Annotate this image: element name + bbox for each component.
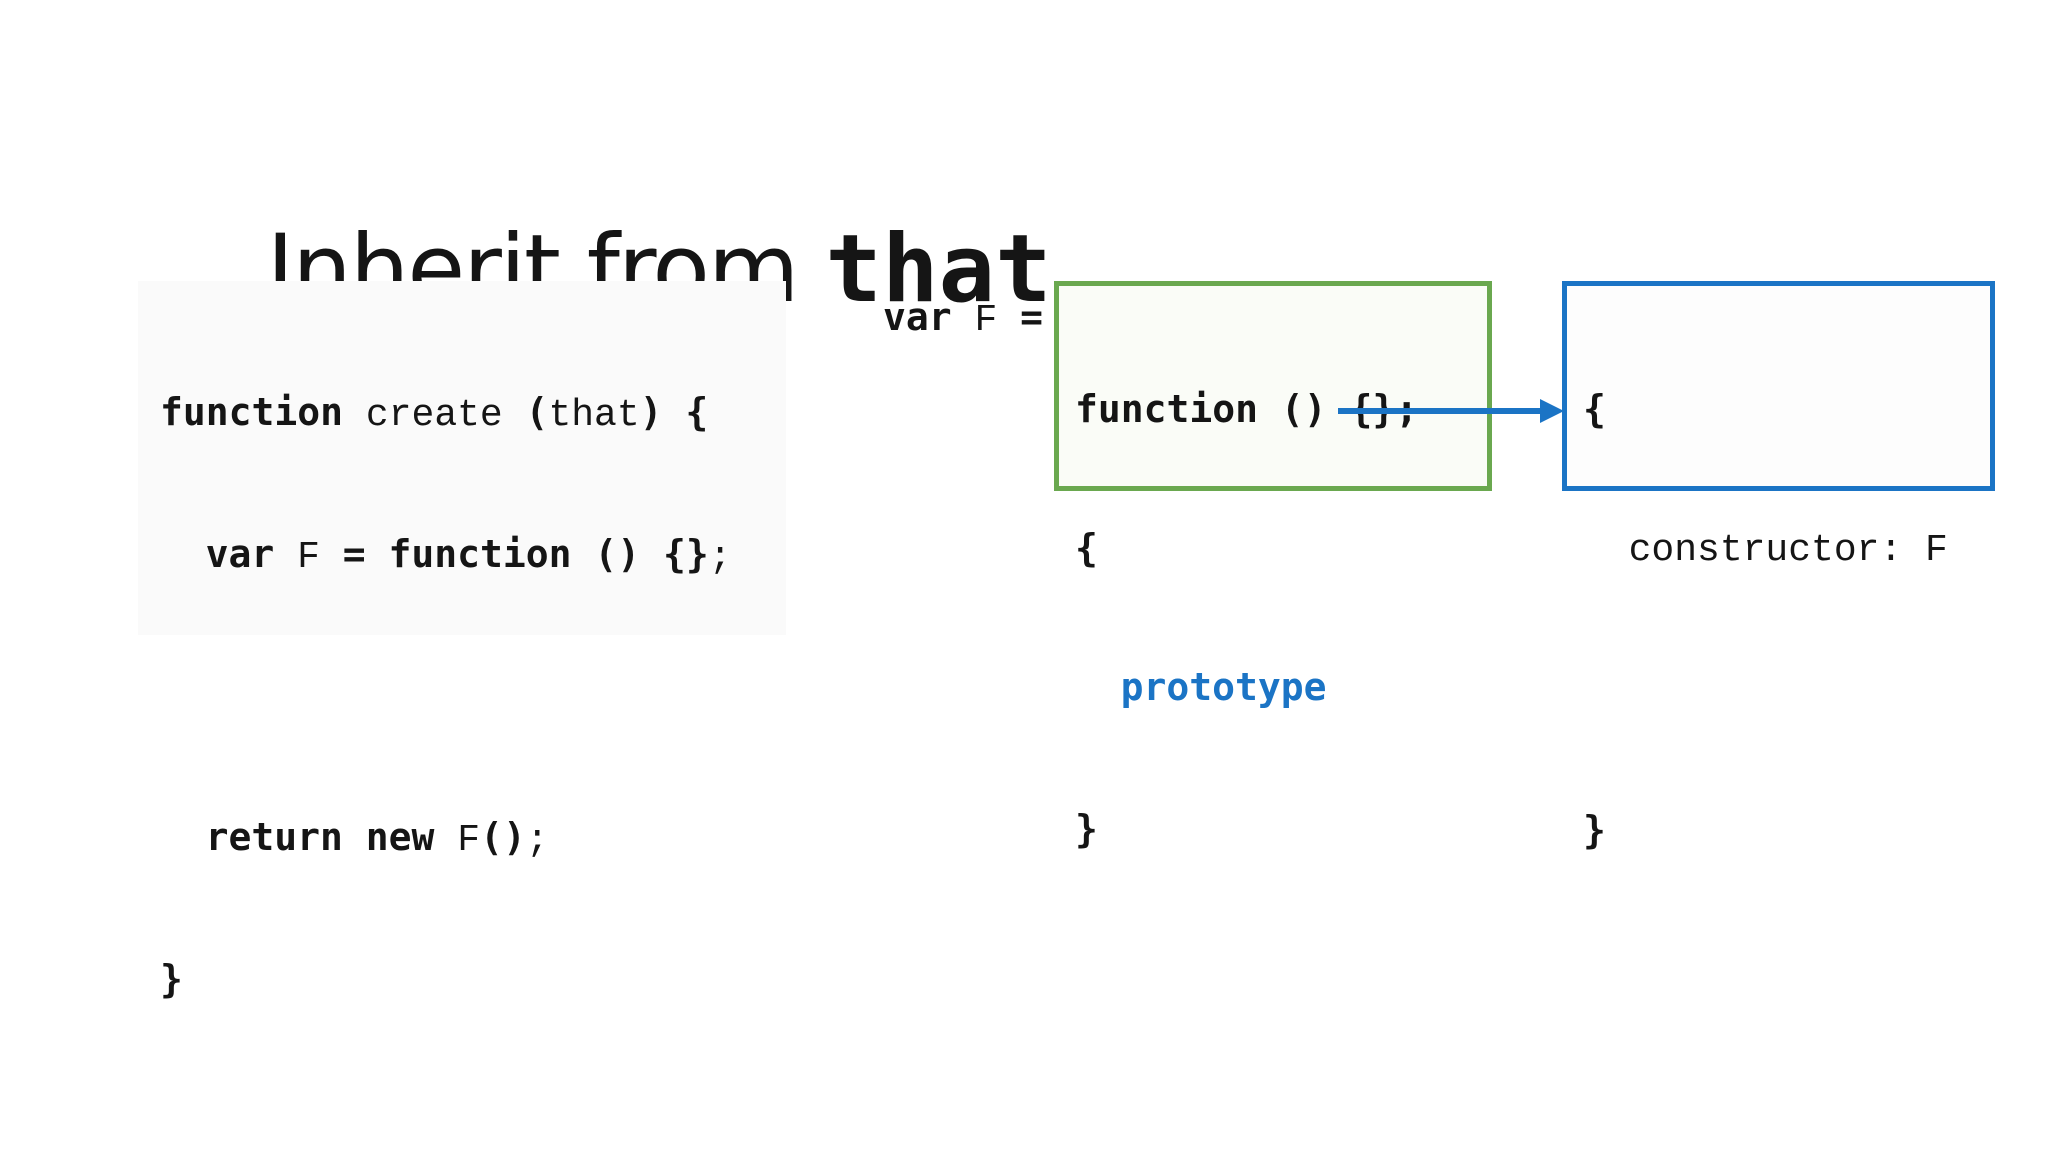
slide-title: Inherit from that	[155, 108, 1052, 432]
title-keyword-that: that	[825, 215, 1052, 325]
code-line: }	[160, 956, 764, 1003]
constructor-property-label: constructor: F	[1583, 529, 1948, 572]
code-segment: ;	[525, 819, 549, 862]
code-segment: F	[951, 299, 1021, 342]
function-box: function () {}; { prototype }	[1054, 281, 1492, 851]
code-segment: var	[205, 532, 298, 576]
code-line-blank	[160, 1095, 764, 1144]
prototype-arrow-head-icon	[1540, 399, 1564, 423]
code-segment: ()	[480, 815, 526, 859]
code-segment: create	[365, 394, 526, 437]
code-segment: {	[1075, 526, 1098, 570]
code-line: }	[1075, 806, 1471, 853]
prototype-property-label: prototype	[1120, 665, 1327, 709]
code-segment	[1583, 670, 1606, 713]
code-segment	[1075, 669, 1121, 712]
code-segment: function	[160, 390, 366, 434]
code-line: {	[1075, 525, 1471, 572]
code-segment	[160, 1099, 183, 1142]
code-segment: }	[1075, 807, 1098, 851]
prototype-object-box: { constructor: F }	[1562, 281, 1995, 852]
code-segment	[160, 677, 183, 720]
create-function-code-block: function create (that) { var F = functio…	[138, 281, 786, 1001]
code-line: {	[1583, 386, 1974, 433]
code-line: prototype	[1075, 664, 1471, 714]
code-segment	[160, 819, 206, 862]
code-segment: var	[883, 295, 952, 339]
code-segment: =	[1020, 295, 1043, 339]
code-line: return new F();	[160, 814, 764, 864]
code-line: }	[1583, 807, 1974, 854]
code-line-blank	[1583, 666, 1974, 715]
code-line: constructor: F	[1583, 525, 1974, 574]
code-segment: return new	[205, 815, 458, 859]
code-line-blank	[160, 673, 764, 722]
code-segment: (	[525, 390, 549, 434]
code-segment: }	[1583, 808, 1606, 852]
code-segment: = function () {}	[342, 532, 709, 576]
code-segment	[160, 536, 206, 579]
code-segment: F	[297, 536, 343, 579]
prototype-arrow-line	[1338, 408, 1540, 414]
code-line: function create (that) {	[160, 389, 764, 439]
code-segment: ;	[708, 536, 732, 579]
code-line: var F = function () {};	[160, 531, 764, 581]
var-f-assignment-label: var F =	[883, 294, 1043, 344]
code-segment: that	[548, 394, 640, 437]
code-segment: }	[160, 957, 183, 1001]
code-segment: ) {	[639, 390, 709, 434]
code-segment: {	[1583, 387, 1606, 431]
code-segment: F	[457, 819, 481, 862]
